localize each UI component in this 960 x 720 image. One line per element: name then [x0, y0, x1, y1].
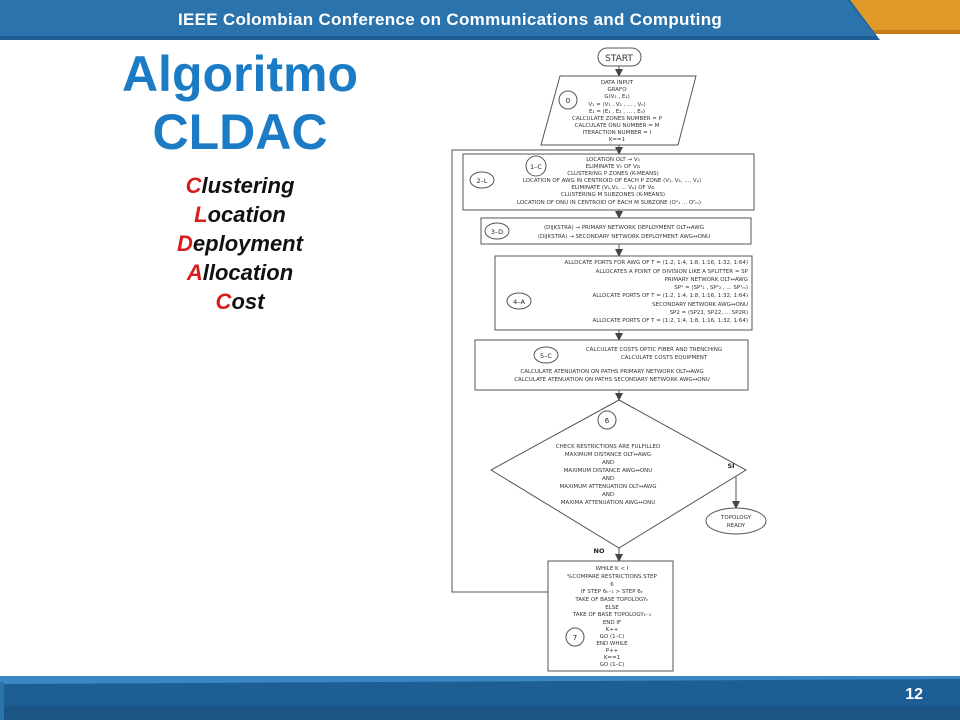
svg-text:2–L: 2–L	[476, 177, 487, 185]
slide-title-line2: CLDAC	[152, 104, 328, 160]
svg-text:%COMPARE RESTRICTIONS STEP: %COMPARE RESTRICTIONS STEP	[567, 574, 657, 580]
topology-ready-terminal: TOPOLOGY READY	[705, 507, 767, 535]
svg-text:(DIJKSTRA) → PRIMARY NETWORK D: (DIJKSTRA) → PRIMARY NETWORK DEPLOYMENT …	[544, 225, 704, 231]
acronym-item: Location	[194, 202, 286, 227]
svg-text:CLUSTERING M SUBZONES (K-MEANS: CLUSTERING M SUBZONES (K-MEANS)	[561, 192, 665, 198]
svg-text:ELIMINATE V₀ OF Vɢ: ELIMINATE V₀ OF Vɢ	[586, 164, 641, 170]
svg-text:TAKE OF BASE TOPOLOGYₖ: TAKE OF BASE TOPOLOGYₖ	[574, 597, 648, 603]
conference-title: IEEE Colombian Conference on Communicati…	[177, 10, 723, 29]
svg-text:K==1: K==1	[604, 655, 620, 661]
svg-text:MAXIMA ATTENUATION AWG↔ONU: MAXIMA ATTENUATION AWG↔ONU	[561, 500, 655, 506]
step3-deployment: 3–D (DIJKSTRA) → PRIMARY NETWORK DEPLOYM…	[480, 217, 752, 245]
svg-text:SECONDARY NETWORK AWG↔ONU: SECONDARY NETWORK AWG↔ONU	[652, 302, 748, 308]
svg-text:(DIJKSTRA) → SECONDARY NETWORK: (DIJKSTRA) → SECONDARY NETWORK DEPLOYMEN…	[538, 234, 710, 240]
svg-text:GO (1–C): GO (1–C)	[600, 662, 625, 668]
svg-text:PRIMARY NETWORK OLT↔AWG: PRIMARY NETWORK OLT↔AWG	[664, 277, 748, 283]
svg-text:GRAFO: GRAFO	[607, 87, 627, 93]
svg-text:AND: AND	[602, 492, 614, 498]
footer-bar	[0, 676, 960, 720]
svg-text:END WHILE: END WHILE	[596, 641, 628, 647]
acronym-item: Clustering	[185, 173, 295, 198]
step5-cost: 5–C CALCULATE COSTS OPTIC FIBER AND TREN…	[474, 339, 749, 391]
svg-text:CALCULATE COSTS EQUIPMENT: CALCULATE COSTS EQUIPMENT	[621, 355, 708, 361]
step6-decision: 6 CHECK RESTRICTIONS ARE FULFILLED MAXIM…	[490, 399, 747, 555]
svg-text:ELSE: ELSE	[605, 605, 619, 611]
acronym-item: Deployment	[177, 231, 303, 256]
start-terminal: START	[597, 47, 642, 67]
svg-text:7: 7	[573, 634, 577, 642]
svg-text:SI: SI	[727, 462, 734, 470]
svg-text:NO: NO	[594, 547, 605, 555]
svg-text:CALCULATE ATENUATION ON PATHS: CALCULATE ATENUATION ON PATHS SECONDARY …	[514, 377, 710, 383]
svg-text:1–C: 1–C	[530, 163, 542, 171]
svg-text:ITERACTION NUMBER = I: ITERACTION NUMBER = I	[583, 130, 652, 136]
svg-text:CLUSTERING P ZONES (K-MEANS): CLUSTERING P ZONES (K-MEANS)	[567, 171, 658, 177]
svg-text:SP2 = (SP21, SP22, ... SP2R): SP2 = (SP21, SP22, ... SP2R)	[670, 310, 748, 316]
svg-text:6: 6	[610, 582, 614, 588]
svg-text:CALCULATE ATENUATION ON PATHS: CALCULATE ATENUATION ON PATHS PRIMARY NE…	[520, 369, 703, 375]
svg-text:ALLOCATES A POINT OF DIVISION: ALLOCATES A POINT OF DIVISION LIKE A SPL…	[596, 269, 749, 275]
svg-text:CALCULATE ZONES NUMBER = P: CALCULATE ZONES NUMBER = P	[572, 116, 663, 122]
svg-text:3–D: 3–D	[491, 228, 503, 236]
step4-allocation: 4–A ALLOCATE PORTS FOR AWG OF T = (1:2, …	[494, 255, 753, 331]
svg-text:K++: K++	[606, 627, 619, 633]
svg-text:IF STEP 6ₖ₋₁ > STEP 6ₖ: IF STEP 6ₖ₋₁ > STEP 6ₖ	[581, 589, 643, 595]
svg-text:ELIMINATE (V₁,V₂, ... Vₚ) OF V: ELIMINATE (V₁,V₂, ... Vₚ) OF Vɢ	[571, 185, 654, 191]
svg-text:P++: P++	[606, 648, 619, 654]
svg-text:WHILE K < I: WHILE K < I	[596, 566, 629, 572]
svg-text:K==1: K==1	[609, 137, 625, 143]
svg-text:ALLOCATE PORTS FOR AWG OF T =: ALLOCATE PORTS FOR AWG OF T = (1:2, 1:4,…	[564, 260, 748, 266]
svg-text:TOPOLOGY: TOPOLOGY	[720, 515, 752, 521]
svg-text:6: 6	[605, 417, 610, 425]
svg-text:4–A: 4–A	[513, 298, 525, 306]
svg-text:CHECK RESTRICTIONS ARE FULFILL: CHECK RESTRICTIONS ARE FULFILLED	[556, 444, 660, 450]
svg-text:READY: READY	[727, 523, 746, 529]
svg-text:5–C: 5–C	[540, 352, 552, 360]
svg-text:TAKE OF BASE TOPOLOGYₖ₋₁: TAKE OF BASE TOPOLOGYₖ₋₁	[572, 612, 651, 618]
svg-text:GO (1–C): GO (1–C)	[600, 634, 625, 640]
svg-text:CALCULATE ONU NUMBER = M: CALCULATE ONU NUMBER = M	[575, 123, 660, 129]
svg-text:G(V₁ , E₁): G(V₁ , E₁)	[604, 94, 629, 100]
svg-text:0: 0	[566, 97, 570, 105]
svg-text:SP¹ = (SP¹₁ , SP¹₂ , ... SP¹ₘ): SP¹ = (SP¹₁ , SP¹₂ , ... SP¹ₘ)	[674, 284, 748, 291]
svg-text:MAXIMUM DISTANCE OLT↔AWG: MAXIMUM DISTANCE OLT↔AWG	[565, 452, 651, 458]
svg-text:ALLOCATE PORTS OF T = (1:2, 1:: ALLOCATE PORTS OF T = (1:2, 1:4, 1:8, 1:…	[592, 318, 748, 324]
svg-text:LOCATION OF ONU IN CENTROID OF: LOCATION OF ONU IN CENTROID OF EACH M SU…	[517, 199, 701, 206]
svg-text:AND: AND	[602, 476, 614, 482]
acronym-item: Allocation	[186, 260, 294, 285]
step0-data-input: 0 DATA INPUT GRAFO G(V₁ , E₁) V₁ = (V₁ ,…	[540, 75, 697, 146]
svg-text:ALLOCATE PORTS OF T = (1:2, 1:: ALLOCATE PORTS OF T = (1:2, 1:4, 1:8, 1:…	[592, 293, 748, 299]
acronym-item: Cost	[215, 289, 265, 314]
header-bar	[0, 0, 960, 40]
svg-text:START: START	[605, 54, 633, 64]
svg-text:LOCATION OLT → V₀: LOCATION OLT → V₀	[586, 157, 640, 163]
slide-title-line1: Algoritmo	[121, 46, 359, 102]
svg-text:MAXIMUM DISTANCE AWG↔ONU: MAXIMUM DISTANCE AWG↔ONU	[564, 468, 653, 474]
svg-text:DATA INPUT: DATA INPUT	[601, 80, 634, 86]
svg-text:LOCATION OF AWG IN CENTROID OF: LOCATION OF AWG IN CENTROID OF EACH P ZO…	[523, 178, 701, 184]
svg-text:END IF: END IF	[603, 620, 621, 626]
step7-iteration: 7 WHILE K < I %COMPARE RESTRICTIONS STEP…	[547, 560, 674, 672]
svg-text:E₁ = (E₁ , E₂ , ... , Eₙ): E₁ = (E₁ , E₂ , ... , Eₙ)	[589, 109, 645, 115]
svg-text:V₁ = (V₁ , V₂ , ... , Vₙ): V₁ = (V₁ , V₂ , ... , Vₙ)	[588, 102, 645, 108]
svg-text:CALCULATE COSTS OPTIC FIBER AN: CALCULATE COSTS OPTIC FIBER AND TRENCHIN…	[586, 347, 722, 353]
svg-text:MAXIMUM ATTENUATION OLT↔AWG: MAXIMUM ATTENUATION OLT↔AWG	[559, 484, 656, 490]
svg-text:AND: AND	[602, 460, 614, 466]
page-number: 12	[905, 686, 923, 703]
step1-clustering-location: 1–C 2–L LOCATION OLT → V₀ ELIMINATE V₀ O…	[462, 153, 755, 211]
